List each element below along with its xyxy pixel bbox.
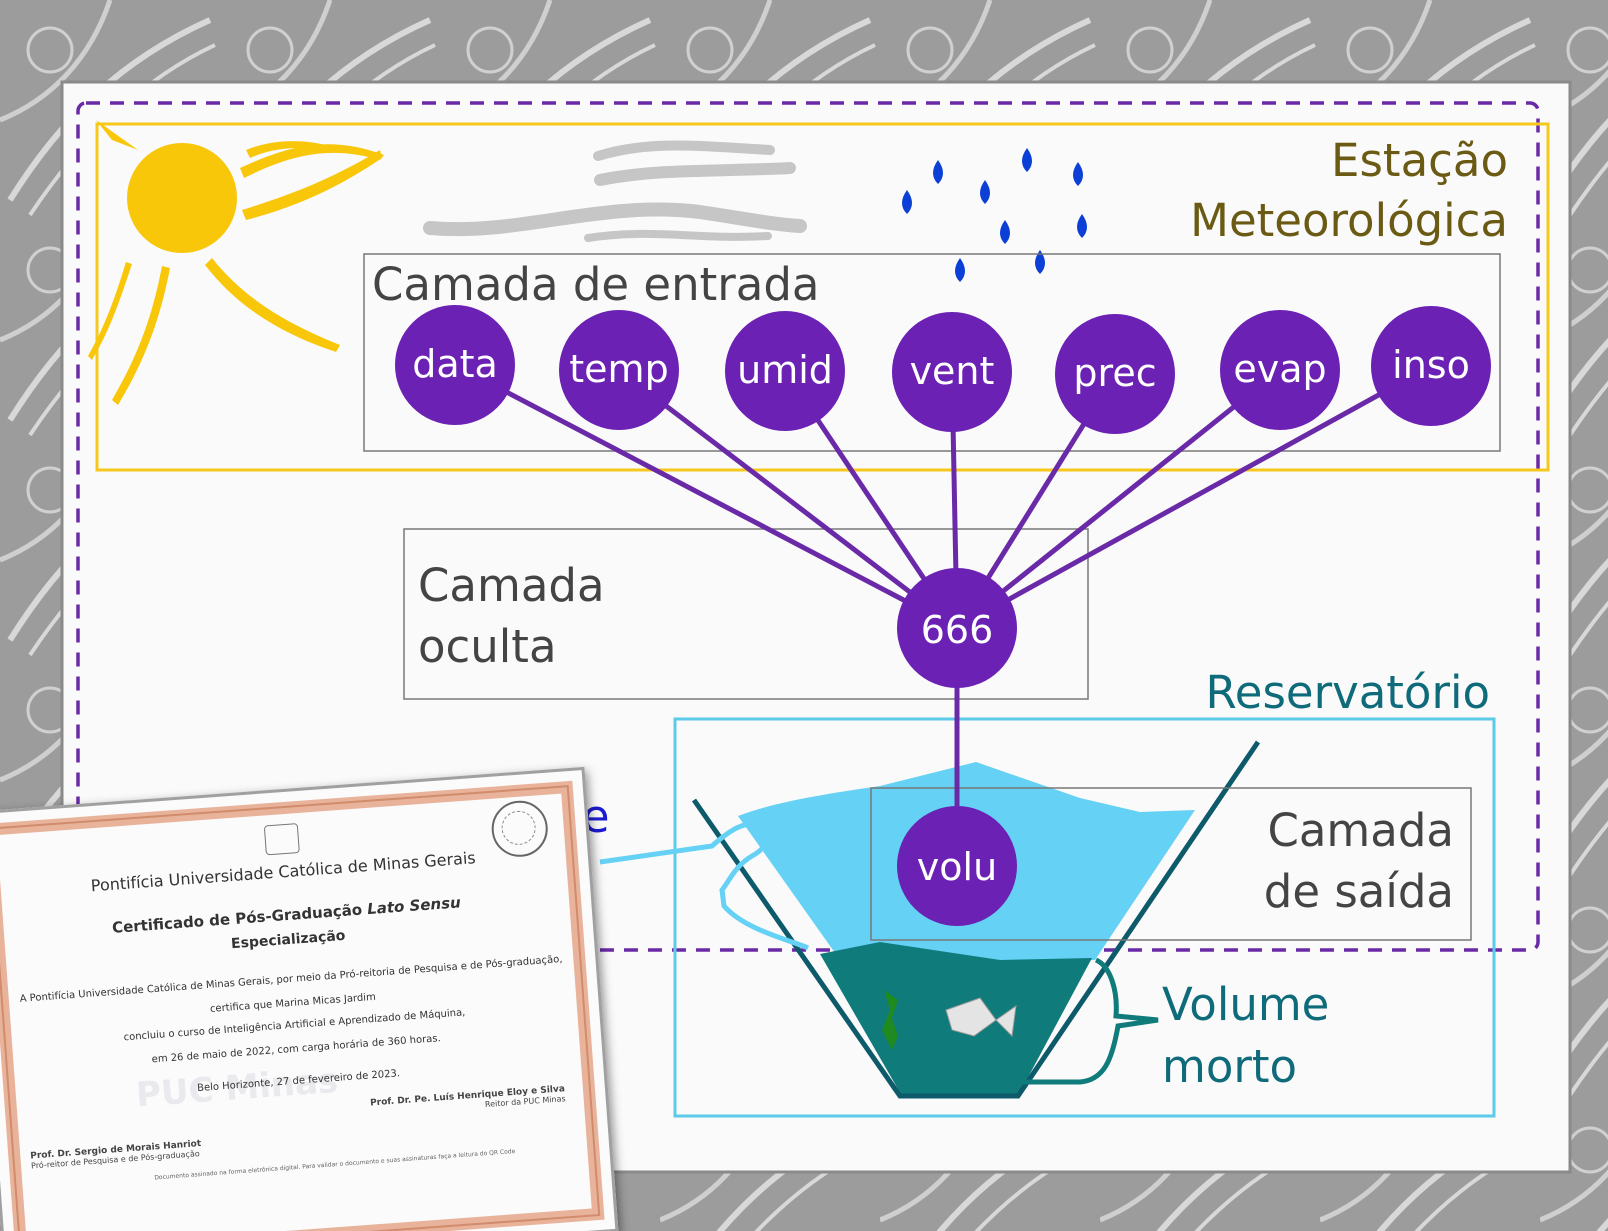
edge-evap-to-hidden	[955, 368, 1282, 630]
sun-icon	[88, 120, 384, 405]
certificate-signer1: Prof. Dr. Sergio de Morais Hanriot Pró-r…	[30, 1139, 202, 1170]
input-node-vent: vent	[892, 312, 1012, 432]
hidden-node: 666	[897, 568, 1017, 688]
input-nodes: data temp umid vent prec evap inso	[395, 305, 1491, 434]
input-node-label-evap: evap	[1233, 347, 1326, 391]
certificate-title-italic: Lato Sensu	[366, 893, 462, 919]
input-layer-label: Camada de entrada	[372, 258, 819, 311]
input-node-label-temp: temp	[569, 347, 668, 391]
weather-station-box	[95, 122, 1550, 472]
weather-station-title-line2: Meteorológica	[1190, 194, 1508, 247]
dead-volume-label-line1: Volume	[1162, 978, 1329, 1031]
system-dashed-border	[76, 101, 1540, 952]
reservoir-box	[673, 717, 1496, 1118]
hidden-layer-box	[403, 528, 1089, 700]
input-node-label-prec: prec	[1073, 351, 1156, 395]
weather-station-title-line1: Estação	[1331, 134, 1508, 187]
certificate-signer2: Prof. Dr. Pe. Luís Henrique Eloy e Silva…	[370, 1084, 566, 1117]
fish-icon	[945, 997, 1017, 1038]
output-node: volu	[897, 806, 1017, 926]
wind-icon	[423, 140, 807, 242]
seaweed-icon	[882, 990, 898, 1050]
input-node-label-umid: umid	[737, 348, 833, 392]
input-node-label-data: data	[412, 342, 498, 386]
university-emblem-icon	[263, 823, 300, 856]
input-layer-box	[363, 253, 1501, 452]
input-node-label-vent: vent	[910, 349, 995, 393]
hidden-layer-label-line1: Camada	[418, 559, 605, 612]
reservoir-title: Reservatório	[1206, 666, 1490, 719]
output-layer-box	[870, 787, 1472, 941]
certificate-image: PUC Minas Pontifícia Universidade Católi…	[0, 766, 619, 1231]
output-layer-label-line1: Camada	[1267, 804, 1454, 857]
hidden-node-label: 666	[921, 608, 994, 652]
input-node-data: data	[395, 305, 515, 425]
useful-volume-callout	[599, 821, 810, 951]
reservoir-walls	[691, 740, 1261, 1099]
input-node-label-inso: inso	[1392, 343, 1470, 387]
input-node-temp: temp	[559, 310, 679, 430]
input-node-umid: umid	[725, 311, 845, 431]
edge-data-to-hidden	[453, 362, 959, 631]
output-layer-label-line2: de saída	[1264, 865, 1454, 918]
dead-volume-label-line2: morto	[1162, 1040, 1297, 1093]
hidden-layer-label-line2: oculta	[418, 620, 557, 673]
input-node-prec: prec	[1055, 314, 1175, 434]
dead-volume-callout	[1018, 957, 1159, 1085]
rain-icon	[902, 148, 1087, 282]
input-node-inso: inso	[1371, 306, 1491, 426]
output-node-label: volu	[917, 845, 997, 889]
input-node-evap: evap	[1220, 310, 1340, 430]
edge-inso-to-hidden	[955, 363, 1433, 631]
edge-temp-to-hidden	[617, 368, 959, 630]
